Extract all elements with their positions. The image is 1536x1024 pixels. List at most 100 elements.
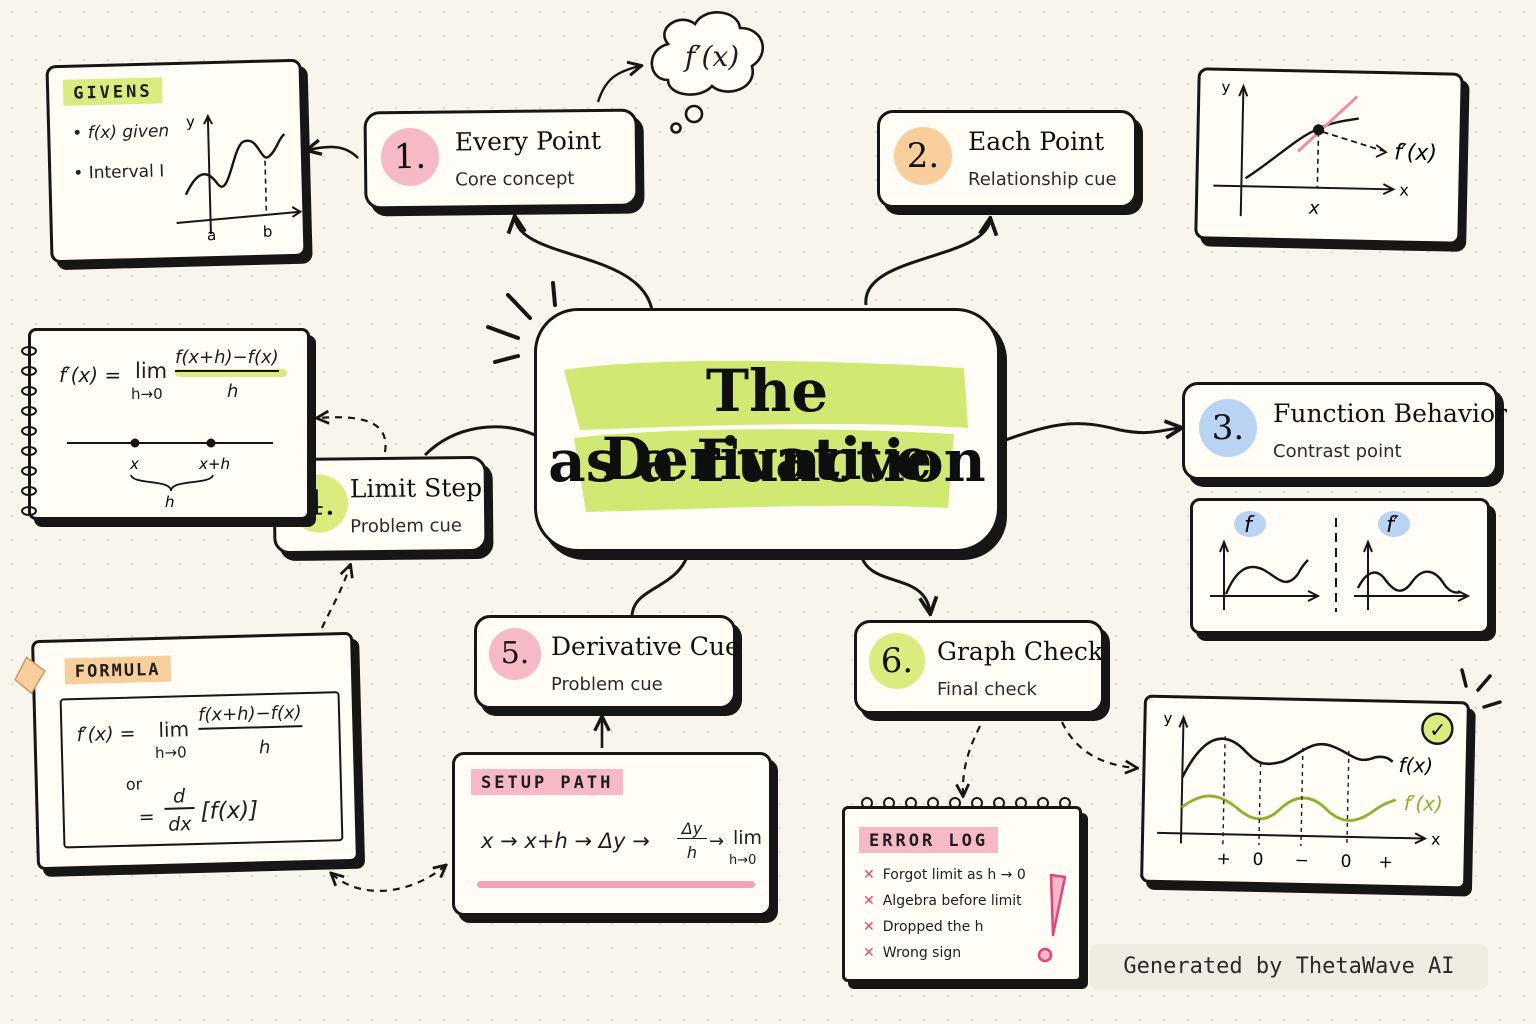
compare-label-f: f [1244, 513, 1255, 538]
setup-step-lim-sub: h→0 [729, 853, 757, 868]
node-number-badge: 6. [869, 633, 925, 689]
setup-step-x: x [481, 829, 494, 853]
formula-bracket: [f(x)] [200, 797, 259, 825]
notebook-lhs: f′(x) = [59, 363, 122, 387]
node-function-behavior[interactable]: 3. Function Behavior Contrast point [1182, 382, 1507, 480]
givens-tick-b: b [263, 223, 273, 241]
graph-check-card: y x f(x) f′(x) + 0 − 0 + ✓ [1140, 694, 1470, 890]
notebook-lim: lim [135, 359, 168, 383]
x-mark-icon: ✕ [863, 919, 875, 935]
givens-tick-a: a [207, 226, 217, 244]
tangent-axis-y: y [1221, 78, 1230, 96]
node-number-badge: 3. [1199, 399, 1257, 457]
connector-node6-graph [1061, 721, 1136, 768]
formula-lim: lim [158, 717, 190, 742]
notebook-point-xh: x+h [198, 455, 230, 473]
error-log-card: ERROR LOG ✕Forgot limit as h → 0 ✕Algebr… [842, 797, 1082, 982]
title-highlight [564, 360, 968, 512]
connector-node6-error [963, 725, 981, 795]
graph-sign-2: 0 [1252, 850, 1263, 870]
connector-formula-node4 [320, 566, 350, 629]
setup-step-frac-num: Δy [677, 819, 707, 839]
node-subtitle: Problem cue [551, 674, 663, 695]
node-every-point[interactable]: 1. Every Point Core concept [363, 108, 639, 210]
node-title: Limit Step [349, 472, 483, 504]
notebook-gap-h: h [165, 493, 175, 509]
error-item-2: ✕Algebra before limit [863, 893, 1022, 909]
node-graph-check[interactable]: 6. Graph Check Final check [854, 620, 1104, 714]
burst-lines-graph [1460, 668, 1502, 709]
graph-f-label: f(x) [1398, 753, 1433, 778]
formula-lhs: f′(x) = [76, 722, 136, 747]
footer-credit: Generated by ThetaWave AI [1090, 944, 1488, 990]
tangent-sketch-card: y x x f′(x) [1194, 67, 1464, 245]
node-derivative-cue[interactable]: 5. Derivative Cue Problem cue [474, 615, 740, 709]
setup-arrow: → [574, 829, 593, 853]
graph-axis-x: x [1431, 830, 1441, 849]
givens-axis-y: y [186, 112, 195, 130]
connector-center-node3 [999, 424, 1180, 444]
formula-card: FORMULA f′(x) = lim h→0 f(x+h)−f(x) h or… [14, 631, 359, 871]
tangent-point-x: x [1308, 198, 1320, 219]
setup-path-card: SETUP PATH x → x+h → Δy → Δy h → lim h→0 [452, 752, 772, 916]
thought-bubble [650, 11, 764, 134]
setup-step-dy: Δy [598, 829, 626, 853]
node-subtitle: Final check [937, 679, 1037, 700]
x-mark-icon: ✕ [863, 893, 875, 909]
formula-equals: = [138, 806, 155, 829]
node-title: Function Behavior [1273, 399, 1507, 428]
check-icon: ✓ [1429, 718, 1446, 742]
center-title-line2: as a Function [548, 427, 986, 495]
setup-step-frac-den: h [686, 843, 698, 862]
exclamation-icon [1037, 873, 1067, 963]
formula-lim-sub: h→0 [154, 743, 187, 763]
notebook-fraction-highlight [175, 369, 287, 377]
formula-tag: FORMULA [64, 655, 171, 685]
node-title: Graph Check [937, 637, 1104, 666]
graph-sign-3: − [1294, 851, 1309, 871]
connector-center-node5 [630, 547, 692, 616]
givens-card: GIVENS • f(x) given • Interval I y a b [45, 58, 307, 264]
node-number-badge: 5. [489, 628, 541, 680]
notebook-spiral [21, 346, 37, 516]
compare-sketch-card: f f′ [1190, 498, 1490, 634]
node-number-badge: 2. [894, 127, 952, 185]
node-subtitle: Relationship cue [968, 169, 1117, 190]
node-title: Derivative Cue [551, 632, 740, 661]
error-item-3: ✕Dropped the h [863, 919, 984, 935]
givens-item-1: • f(x) given [71, 121, 170, 144]
burst-lines [486, 281, 557, 364]
notebook-number-line: x x+h h [67, 438, 273, 509]
graph-sign-1: + [1216, 849, 1231, 869]
formula-d-den: dx [167, 813, 192, 836]
node-each-point[interactable]: 2. Each Point Relationship cue [877, 110, 1137, 208]
formula-d-num: d [163, 785, 195, 810]
notebook-denominator: h [227, 381, 239, 402]
graph-axis-y: y [1163, 709, 1172, 727]
setup-step-xh: x+h [524, 829, 568, 853]
node-title: Every Point [454, 125, 602, 157]
formula-numerator: f(x+h)−f(x) [197, 702, 303, 730]
center-title-line1: The Derivative [601, 357, 933, 493]
central-topic-card[interactable]: The Derivative as a Function [534, 308, 1000, 552]
formula-or: or [125, 774, 143, 794]
thought-bubble-text: f′(x) [684, 40, 740, 73]
givens-item-2: • Interval I [73, 161, 165, 184]
setup-step-lim: lim [733, 827, 763, 849]
check-circle-icon [1421, 712, 1454, 745]
connector-node4-notebook [318, 417, 387, 453]
connector-node1-givens [308, 147, 359, 159]
node-number-badge: 1. [380, 127, 440, 187]
notebook-point-x: x [129, 455, 139, 473]
graph-check-plot: y x f(x) f′(x) + 0 − 0 + ✓ [1157, 709, 1454, 873]
setup-arrow: → [500, 829, 518, 853]
graph-sign-5: + [1378, 853, 1393, 873]
connector-center-node2 [864, 220, 990, 306]
graph-fp-label: f′(x) [1404, 791, 1444, 816]
compare-label-fprime: f′ [1386, 513, 1399, 538]
tangent-label: f′(x) [1394, 140, 1437, 166]
notebook-lim-sub: h→0 [131, 385, 163, 403]
formula-tape-icon [14, 656, 46, 695]
connector-center-node1 [515, 218, 654, 311]
